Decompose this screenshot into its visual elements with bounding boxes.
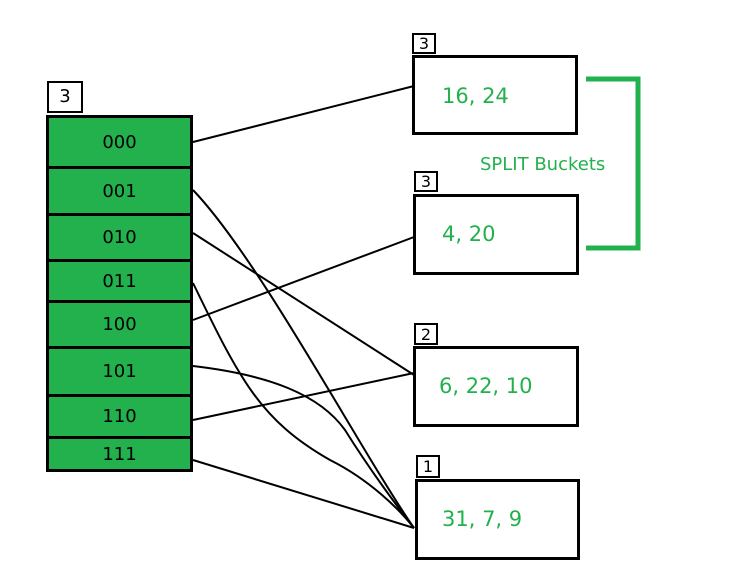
global-depth-box: 3 — [47, 81, 83, 113]
directory-entry-111: 111 — [46, 436, 193, 472]
directory-entry-000: 000 — [46, 115, 193, 169]
pointer-111 — [192, 459, 415, 529]
directory-entry-110: 110 — [46, 394, 193, 439]
bucket-2-values: 4, 20 — [442, 222, 496, 246]
bucket-4-values: 31, 7, 9 — [442, 507, 523, 531]
bucket-4 — [415, 479, 580, 560]
directory-entry-100: 100 — [46, 300, 193, 349]
bucket-4-local-depth: 1 — [416, 455, 440, 478]
bucket-2-local-depth: 3 — [414, 171, 438, 192]
directory-entry-010: 010 — [46, 213, 193, 262]
pointer-011 — [192, 282, 415, 529]
bucket-1-values: 16, 24 — [442, 84, 509, 108]
bucket-3 — [413, 346, 579, 427]
directory-entry-011: 011 — [46, 259, 193, 303]
directory-entry-101: 101 — [46, 346, 193, 397]
pointer-010 — [192, 232, 415, 376]
split-bracket — [586, 76, 641, 251]
bucket-3-local-depth: 2 — [414, 323, 438, 345]
split-buckets-label: SPLIT Buckets — [480, 154, 606, 175]
bucket-3-values: 6, 22, 10 — [439, 374, 533, 398]
bucket-2 — [413, 194, 579, 275]
pointer-110 — [192, 372, 415, 421]
bucket-1 — [412, 55, 578, 135]
pointer-001 — [192, 189, 415, 529]
pointer-101 — [192, 365, 415, 529]
pointer-100 — [192, 236, 415, 321]
directory-entry-001: 001 — [46, 166, 193, 216]
bucket-1-local-depth: 3 — [412, 33, 436, 54]
pointer-000 — [192, 85, 415, 143]
